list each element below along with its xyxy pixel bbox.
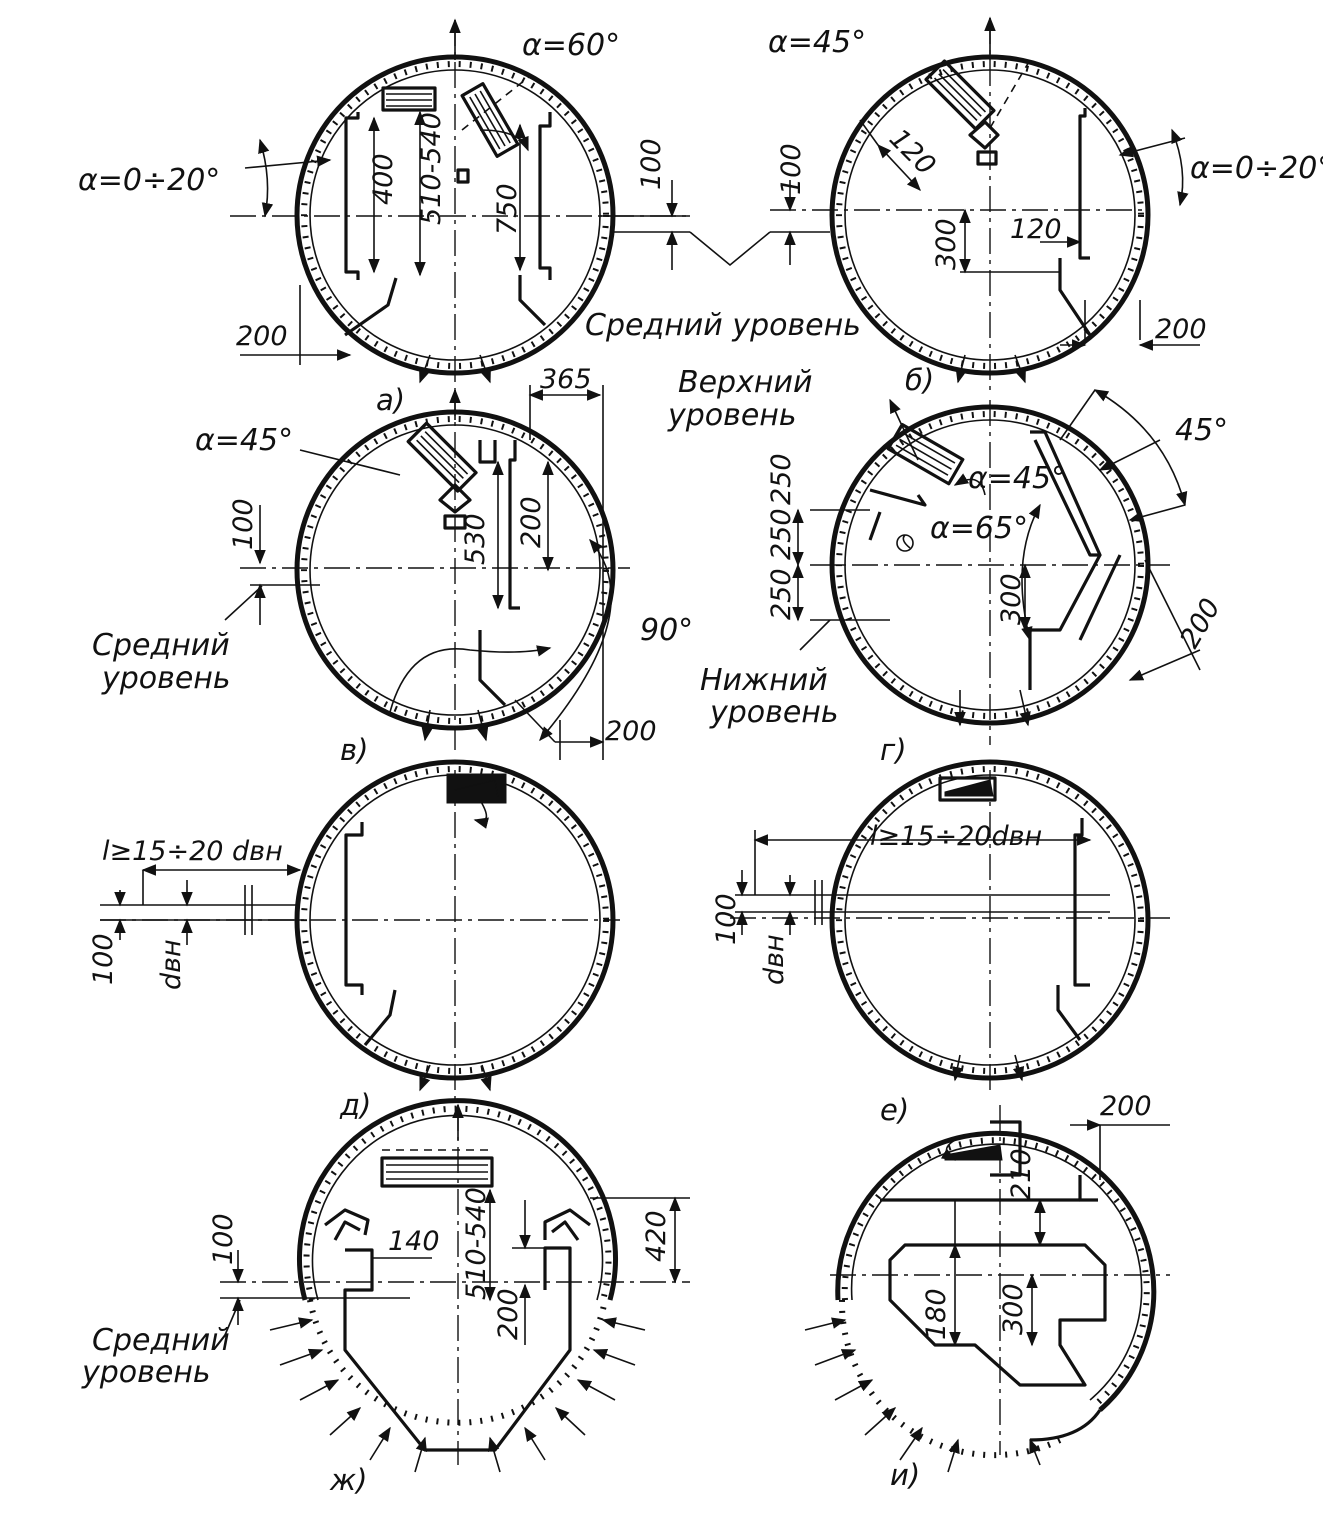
dim-g-250-top: 250 [766, 508, 797, 560]
caption-i: и) [890, 1458, 920, 1492]
level-middle-v-1: Средний [92, 628, 230, 663]
dim-v-200b: 200 [605, 716, 657, 747]
dim-v-530: 530 [460, 513, 491, 565]
level-lower-2: уровень [709, 695, 839, 730]
dim-zh-100: 100 [208, 1213, 239, 1265]
dim-v-365: 365 [540, 364, 592, 395]
panel-v: 365 530 200 100 200 α=45° 90° в) [195, 364, 693, 767]
dim-e-100: 100 [711, 893, 742, 945]
dim-a-750: 750 [492, 183, 523, 235]
dim-i-180: 180 [921, 1288, 952, 1340]
level-middle-zh-1: Средний [92, 1323, 230, 1358]
angle-g-sector: 45° [1175, 413, 1228, 448]
dim-d-length: l≥15÷20 dвн [102, 836, 283, 867]
angle-b-side: α=0÷20° [1190, 151, 1323, 186]
dim-i-300: 300 [998, 1283, 1029, 1335]
dim-e-length: l≥15÷20dвн [870, 821, 1042, 852]
level-middle-v-2: уровень [101, 661, 231, 696]
dim-zh-200: 200 [493, 1288, 524, 1340]
inflow-arrows-i [804, 1317, 1041, 1473]
dim-v-200: 200 [516, 496, 547, 548]
dim-a-100: 100 [636, 138, 667, 190]
angle-a-side: α=0÷20° [78, 163, 220, 198]
dim-b-100: 100 [776, 143, 807, 195]
caption-b: б) [905, 363, 934, 397]
panel-zh: 140 510-540 420 100 200 ж) [208, 1098, 690, 1497]
dim-a-200: 200 [236, 321, 288, 352]
dim-g-250-bot: 250 [766, 568, 797, 620]
angle-v-sector: 90° [640, 613, 693, 648]
dim-g-200: 200 [1174, 593, 1227, 653]
dim-a-400: 400 [368, 153, 399, 205]
angle-g-plate: α=65° [930, 511, 1028, 546]
dim-i-210: 210 [1006, 1148, 1037, 1200]
dim-d-100: 100 [88, 933, 119, 985]
inflow-arrows-zh [269, 1317, 646, 1473]
dim-b-120: 120 [1010, 214, 1062, 245]
caption-zh: ж) [329, 1463, 367, 1497]
panel-i: 200 210 180 300 и) [804, 1091, 1170, 1492]
level-middle-top: Средний уровень [585, 308, 861, 343]
caption-e: е) [880, 1093, 909, 1127]
dim-b-200: 200 [1155, 314, 1207, 345]
dim-zh-140: 140 [388, 1226, 440, 1257]
level-upper-2: уровень [667, 398, 797, 433]
angle-g-nozzle: α=45° [968, 461, 1066, 496]
caption-a: а) [376, 383, 405, 417]
angle-a-nozzle: α=60° [522, 28, 620, 63]
dim-zh-420: 420 [641, 1210, 672, 1262]
caption-v: в) [340, 733, 368, 767]
level-link-line [689, 231, 771, 267]
dim-d-dvn: dвн [156, 939, 187, 990]
dim-e-dvn: dвн [759, 934, 790, 985]
angle-v-nozzle: α=45° [195, 423, 293, 458]
dim-v-100: 100 [228, 498, 259, 550]
dim-g-250-mid: 250 [766, 453, 797, 505]
dim-b-300: 300 [931, 218, 962, 270]
panel-g: 250 250 250 300 200 α=45° α=65° 45° г) [766, 389, 1228, 767]
level-middle-zh-2: уровень [81, 1355, 211, 1390]
dim-a-510-540: 510-540 [416, 112, 447, 225]
caption-d: д) [339, 1088, 371, 1122]
level-lower-1: Нижний [700, 663, 828, 698]
panel-a: 400 510-540 750 100 200 α=60° α=0÷20° а) [78, 18, 690, 417]
level-upper-1: Верхний [678, 365, 812, 400]
panel-b: 120 100 300 120 200 α=45° α=0÷20° б) [768, 16, 1323, 397]
dim-i-200: 200 [1100, 1091, 1152, 1122]
angle-b-nozzle: α=45° [768, 25, 866, 60]
dim-zh-510-540: 510-540 [461, 1187, 492, 1300]
panel-d: l≥15÷20 dвн 100 dвн д) [88, 759, 620, 1122]
panel-e: l≥15÷20dвн 100 dвн е) [711, 759, 1170, 1127]
caption-g: г) [880, 733, 907, 767]
dim-g-300: 300 [996, 573, 1027, 625]
dim-b-120-slant: 120 [883, 123, 941, 181]
